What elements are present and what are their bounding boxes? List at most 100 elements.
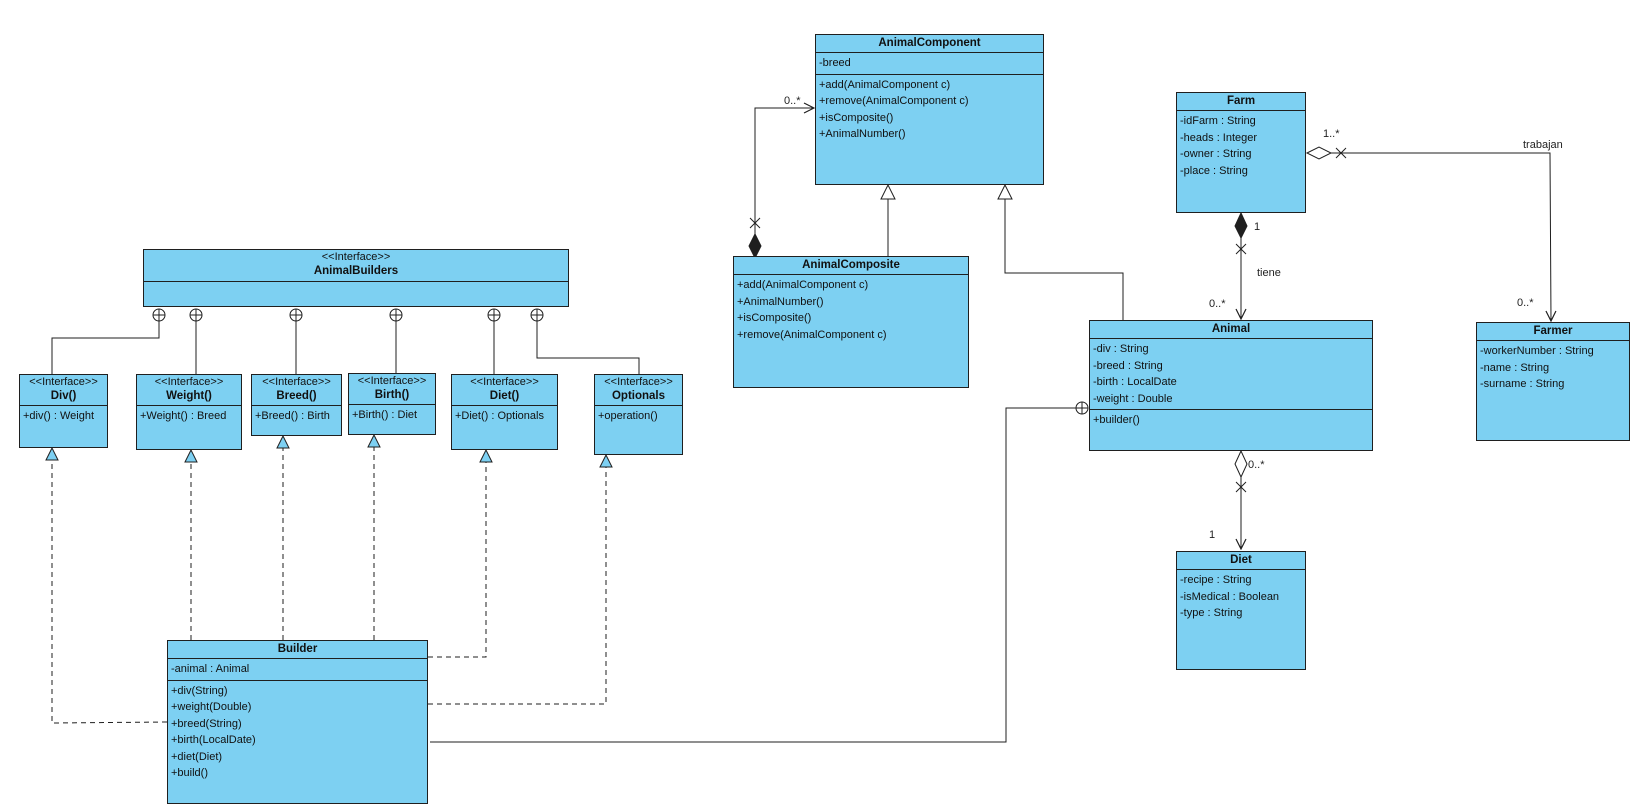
realization-builder-diet[interactable] (428, 462, 487, 658)
operation: +birth(LocalDate) (171, 734, 256, 746)
operation: +isComposite() (819, 111, 894, 124)
stereotype: <<Interface>> (154, 376, 224, 388)
class-name: Farmer (1533, 325, 1573, 337)
stereotype: <<Interface>> (604, 376, 673, 388)
attribute: -breed : String (1093, 359, 1163, 372)
farm-farmer-multiplicity-farmer-label: 0..* (1517, 297, 1534, 309)
animal-diet-multiplicity-diet-label: 1 (1209, 529, 1216, 541)
attribute: -isMedical : Boolean (1180, 590, 1280, 603)
animal-diet-multiplicity-animal-label: 0..* (1248, 459, 1265, 471)
class-name: Optionals (611, 390, 666, 402)
operation: +remove(AnimalComponent c) (737, 328, 887, 341)
class-farm[interactable]: Farm -idFarm : String -heads : Integer -… (1176, 92, 1306, 213)
realization-arrowhead-optionals (599, 453, 613, 468)
interface-birth[interactable]: <<Interface>> Birth() +Birth() : Diet (348, 373, 436, 435)
operation: +div() : Weight (23, 410, 95, 422)
operation: +div(String) (171, 684, 228, 697)
class-name: Farm (1226, 95, 1256, 107)
farm-animal-multiplicity-animal-label: 0..* (1209, 298, 1226, 310)
nesting-builder-in-animal[interactable] (430, 401, 1089, 743)
class-name: Diet (1230, 554, 1252, 566)
class-name: Birth() (374, 389, 410, 401)
operation: +AnimalNumber() (737, 295, 824, 308)
interface-breed[interactable]: <<Interface>> Breed() +Breed() : Birth (251, 374, 342, 436)
class-diet[interactable]: Diet -recipe : String -isMedical : Boole… (1176, 551, 1306, 670)
operation: +Birth() : Diet (352, 409, 418, 421)
operation: +Breed() : Birth (255, 410, 330, 422)
attribute: -idFarm : String (1180, 115, 1256, 127)
operation: +build() (171, 767, 208, 779)
realization-arrowhead-birth (367, 433, 381, 448)
attribute: -surname : String (1480, 378, 1565, 390)
attribute: -workerNumber : String (1480, 345, 1594, 357)
interface-div[interactable]: <<Interface>> Div() +div() : Weight (19, 374, 108, 448)
interface-weight[interactable]: <<Interface>> Weight() +Weight() : Breed (136, 374, 242, 450)
class-name: Div() (50, 390, 77, 402)
stereotype: <<Interface>> (262, 376, 331, 388)
class-animal[interactable]: Animal -div : String -breed : String -bi… (1089, 320, 1373, 451)
operation: +isComposite() (737, 312, 812, 324)
stereotype: <<Interface>> (29, 376, 98, 388)
operation: +breed(String) (171, 717, 242, 730)
operation: +operation() (598, 410, 658, 422)
attribute: -name : String (1480, 361, 1550, 374)
composition-farm-animal[interactable] (1234, 211, 1248, 319)
class-animal-component[interactable]: AnimalComponent -breed +add(AnimalCompon… (815, 34, 1044, 185)
operation: +AnimalNumber() (819, 128, 906, 140)
operation: +Diet() : Optionals (455, 410, 544, 422)
aggregation-farm-farmer[interactable] (1305, 146, 1551, 321)
attribute: -animal : Animal (171, 663, 250, 675)
generalization-composite-to-component[interactable] (880, 183, 896, 256)
class-name: AnimalComponent (878, 37, 981, 49)
class-name: AnimalBuilders (313, 265, 399, 277)
realization-builder-optionals[interactable] (428, 467, 607, 705)
attribute: -place : String (1180, 164, 1248, 177)
operation: +add(AnimalComponent c) (819, 78, 951, 91)
farm-animal-multiplicity-farm-label: 1 (1254, 221, 1261, 233)
nesting-breed-in-animalbuilders[interactable] (289, 308, 303, 374)
nesting-birth-in-animalbuilders[interactable] (389, 308, 403, 374)
realization-arrowhead-breed (276, 434, 290, 449)
class-animal-composite[interactable]: AnimalComposite +add(AnimalComponent c) … (733, 256, 969, 388)
nesting-div-in-animalbuilders[interactable] (51, 308, 166, 374)
operation: +builder() (1093, 414, 1140, 426)
class-name: Weight() (166, 390, 212, 402)
class-builder[interactable]: Builder -animal : Animal +div(String) +w… (167, 640, 428, 804)
attribute: -weight : Double (1093, 392, 1173, 405)
nesting-optionals-in-animalbuilders[interactable] (530, 308, 640, 374)
composition-composite-children[interactable] (748, 108, 814, 260)
operation: +add(AnimalComponent c) (737, 279, 869, 291)
interface-optionals[interactable]: <<Interface>> Optionals +operation() (594, 374, 683, 455)
realization-arrowhead-weight (184, 448, 198, 463)
composite-multiplicity-label: 0..* (784, 95, 801, 107)
farm-farmer-multiplicity-farm-label: 1..* (1323, 128, 1340, 140)
realization-arrowhead-div (45, 446, 59, 461)
operation: +Weight() : Breed (140, 410, 227, 422)
stereotype: <<Interface>> (357, 375, 427, 387)
generalization-animal-to-component[interactable] (997, 183, 1124, 320)
class-name: Breed() (276, 390, 317, 402)
realization-builder-div[interactable] (51, 460, 168, 724)
nesting-weight-in-animalbuilders[interactable] (189, 308, 203, 374)
interface-animal-builders[interactable]: <<Interface>> AnimalBuilders (143, 249, 569, 307)
class-name: Diet() (489, 390, 520, 402)
class-name: Builder (277, 643, 318, 655)
stereotype: <<Interface>> (470, 376, 539, 388)
stereotype: <<Interface>> (321, 251, 391, 263)
attribute: -div : String (1093, 343, 1149, 355)
class-name: Animal (1211, 323, 1251, 335)
attribute: -breed (819, 57, 851, 69)
attribute: -heads : Integer (1180, 131, 1258, 144)
attribute: -type : String (1180, 607, 1243, 619)
aggregation-animal-diet[interactable] (1234, 449, 1248, 549)
operation: +remove(AnimalComponent c) (819, 95, 969, 107)
attribute: -recipe : String (1180, 574, 1252, 586)
attribute: -birth : LocalDate (1093, 376, 1177, 388)
class-name: AnimalComposite (802, 259, 900, 271)
interface-diet[interactable]: <<Interface>> Diet() +Diet() : Optionals (451, 374, 558, 450)
class-farmer[interactable]: Farmer -workerNumber : String -name : St… (1476, 322, 1630, 441)
nesting-diet-in-animalbuilders[interactable] (487, 308, 501, 374)
attribute: -owner : String (1180, 148, 1252, 160)
operation: +weight(Double) (171, 701, 252, 713)
